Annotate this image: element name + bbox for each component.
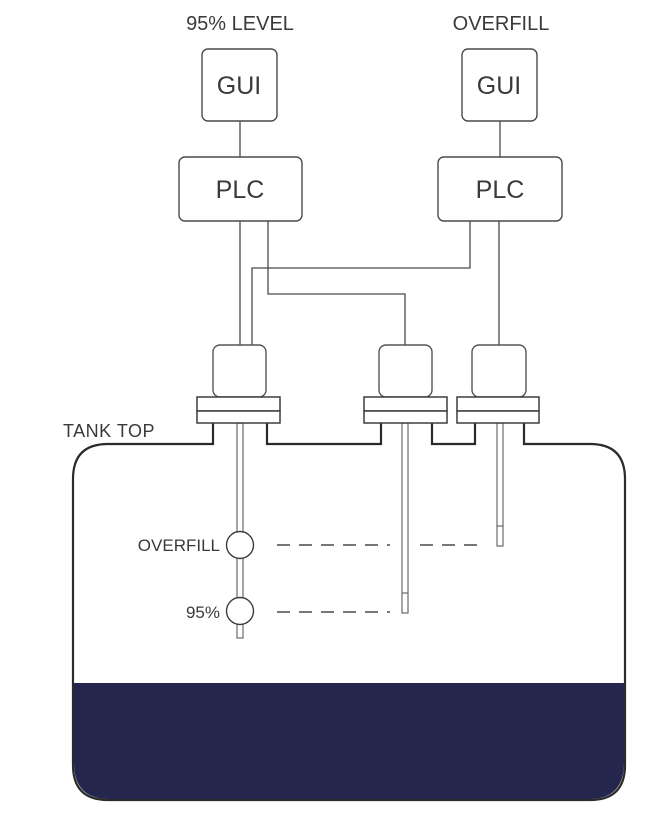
- float-overfill: [225, 530, 255, 560]
- flange-right-lower: [456, 410, 540, 424]
- system-label-95-level: 95% LEVEL: [186, 13, 294, 35]
- plc-box-overfill-label: PLC: [476, 176, 525, 204]
- tank-liquid: [74, 683, 624, 799]
- tank-outline: [71, 423, 627, 802]
- level-label-overfill: OVERFILL: [138, 536, 220, 555]
- float-95: [225, 596, 255, 626]
- tank-top-label: TANK TOP: [63, 421, 155, 441]
- system-label-overfill: OVERFILL: [453, 13, 550, 35]
- sensor-head-right: [471, 344, 527, 398]
- flange-middle-upper: [363, 396, 448, 412]
- flange-left: [196, 396, 281, 424]
- gui-box-overfill: GUI: [461, 48, 538, 122]
- plc-box-95-level: PLC: [178, 156, 303, 222]
- sensor-head-middle: [378, 344, 433, 398]
- gui-box-overfill-label: GUI: [477, 72, 521, 100]
- plc-box-95-level-label: PLC: [216, 176, 265, 204]
- flange-middle: [363, 396, 448, 424]
- flange-right: [456, 396, 540, 424]
- plc-box-overfill: PLC: [437, 156, 563, 222]
- gui-box-95-level-label: GUI: [217, 72, 261, 100]
- level-label-95: 95%: [186, 603, 220, 622]
- probe-rod-middle: [401, 422, 409, 614]
- plc-box-overfill-outline: [437, 156, 563, 222]
- sensor-head-left: [212, 344, 267, 398]
- wire-right-plc-to-left-sensor: [251, 221, 471, 346]
- flange-middle-lower: [363, 410, 448, 424]
- gui-box-95-level: GUI: [201, 48, 278, 122]
- flange-right-upper: [456, 396, 540, 412]
- flange-left-upper: [196, 396, 281, 412]
- wire-left-plc-to-middle-sensor: [267, 221, 406, 346]
- flange-left-lower: [196, 410, 281, 424]
- probe-rod-right: [496, 422, 504, 547]
